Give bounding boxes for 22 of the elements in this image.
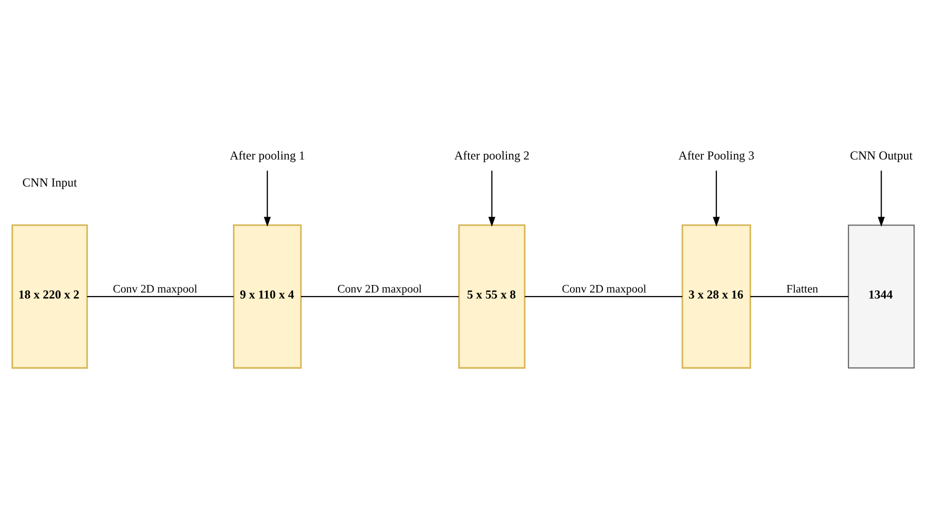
edge-label: Flatten xyxy=(786,283,818,296)
arrow xyxy=(712,170,720,226)
arrow xyxy=(264,170,271,226)
node-text: After pooling 2 xyxy=(454,148,530,162)
connector xyxy=(301,295,459,297)
node-box: 3 x 28 x 16 xyxy=(682,224,752,368)
node-text: CNN Output xyxy=(850,148,913,162)
node-text: After Pooling 3 xyxy=(678,148,754,162)
connector xyxy=(524,295,682,297)
node-box: 1344 xyxy=(848,224,915,368)
connector xyxy=(750,295,848,297)
edge-label: Conv 2D maxpool xyxy=(337,283,422,296)
arrow xyxy=(488,170,496,226)
node-box: 9 x 110 x 4 xyxy=(232,224,302,368)
node-box: 18 x 220 x 2 xyxy=(12,224,88,368)
node-box: 5 x 55 x 8 xyxy=(458,224,526,368)
connector xyxy=(87,295,234,297)
label: CNN Input xyxy=(22,174,77,189)
edge-label: Conv 2D maxpool xyxy=(112,283,198,296)
edge-label: Conv 2D maxpool xyxy=(562,283,646,296)
node-text: After pooling 1 xyxy=(230,148,305,162)
arrow xyxy=(878,170,885,226)
